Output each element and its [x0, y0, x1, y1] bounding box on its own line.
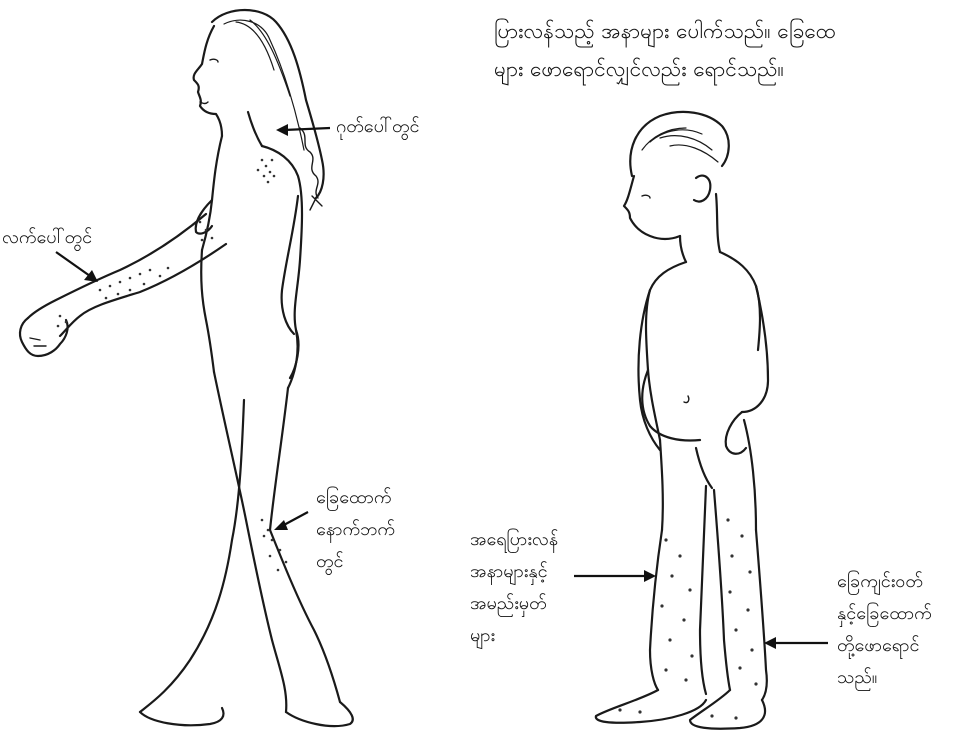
arrow-neck: [276, 124, 330, 136]
rash-legs: [618, 518, 757, 719]
rash-neck: [257, 159, 276, 184]
label-feet-line-3: တို့ဖောရောင်: [837, 632, 919, 659]
label-legs-line-3: အမည်းမှတ်: [470, 590, 547, 617]
adult-figure: [20, 10, 353, 726]
label-knee-line-1: ခြေထောက်: [316, 484, 391, 511]
label-knee-line-2: နောက်ဘက်: [316, 516, 395, 543]
label-feet-line-1: ခြေကျင်းဝတ်: [837, 568, 923, 595]
arrow-legs: [574, 570, 656, 582]
label-neck: ဂုတ်ပေါ်တွင်: [336, 113, 419, 140]
label-legs-line-2: အနာများနှင့်: [470, 558, 548, 585]
label-legs-line-1: အရေပြားလန်: [470, 526, 558, 553]
arrow-arm: [56, 252, 98, 282]
arrow-feet: [764, 637, 828, 649]
label-feet-line-2: နှင့်ခြေထောက်: [837, 600, 932, 627]
arrow-knee: [274, 512, 308, 530]
label-feet-line-4: သည်။: [837, 664, 877, 691]
label-legs-line-4: များ: [470, 622, 495, 649]
child-figure: [596, 112, 768, 729]
label-knee-line-3: တွင်: [316, 548, 344, 575]
label-arm: လက်ပေါ်တွင်: [2, 224, 92, 251]
